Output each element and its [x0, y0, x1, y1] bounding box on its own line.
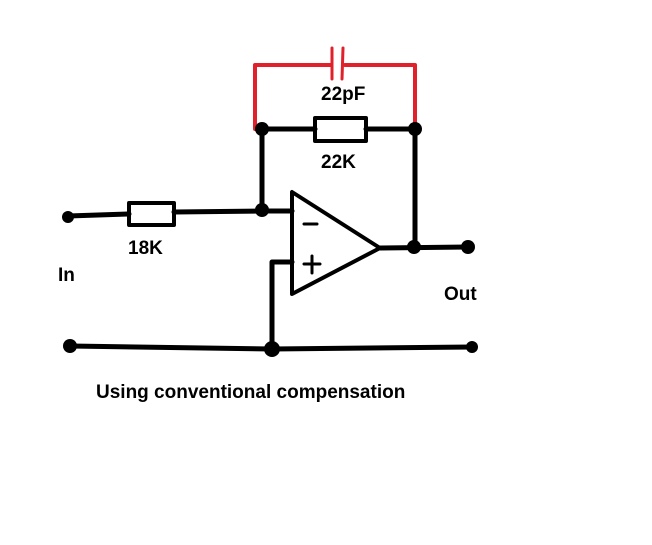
ground-junction [264, 341, 280, 357]
capacitor-plate-right [340, 46, 345, 81]
noninverting-ground-wire [269, 259, 295, 352]
feedback-right-junction [408, 122, 422, 136]
input-resistor-to-node-wire [171, 208, 265, 215]
ground-terminal-left [63, 339, 77, 353]
output-label: Out [444, 284, 477, 305]
input-wire [65, 211, 132, 219]
opamp-triangle [290, 190, 382, 296]
input-resistor [127, 201, 176, 227]
output-junction [407, 240, 421, 254]
ground-terminal-right [466, 341, 478, 353]
compensation-wire-right [343, 63, 417, 131]
ground-wire [67, 343, 275, 352]
feedback-resistor-label: 22K [321, 152, 356, 173]
feedback-capacitor-label: 22pF [321, 84, 366, 105]
input-terminal [62, 211, 74, 223]
output-terminal [461, 240, 475, 254]
input-label: In [58, 265, 75, 286]
inverting-node-junction [255, 203, 269, 217]
input-resistor-label: 18K [128, 238, 163, 259]
diagram-caption: Using conventional compensation [96, 382, 406, 403]
output-wire [377, 244, 471, 251]
ground-wire-right [269, 344, 475, 352]
feedback-left-junction [255, 122, 269, 136]
feedback-resistor [313, 116, 368, 143]
